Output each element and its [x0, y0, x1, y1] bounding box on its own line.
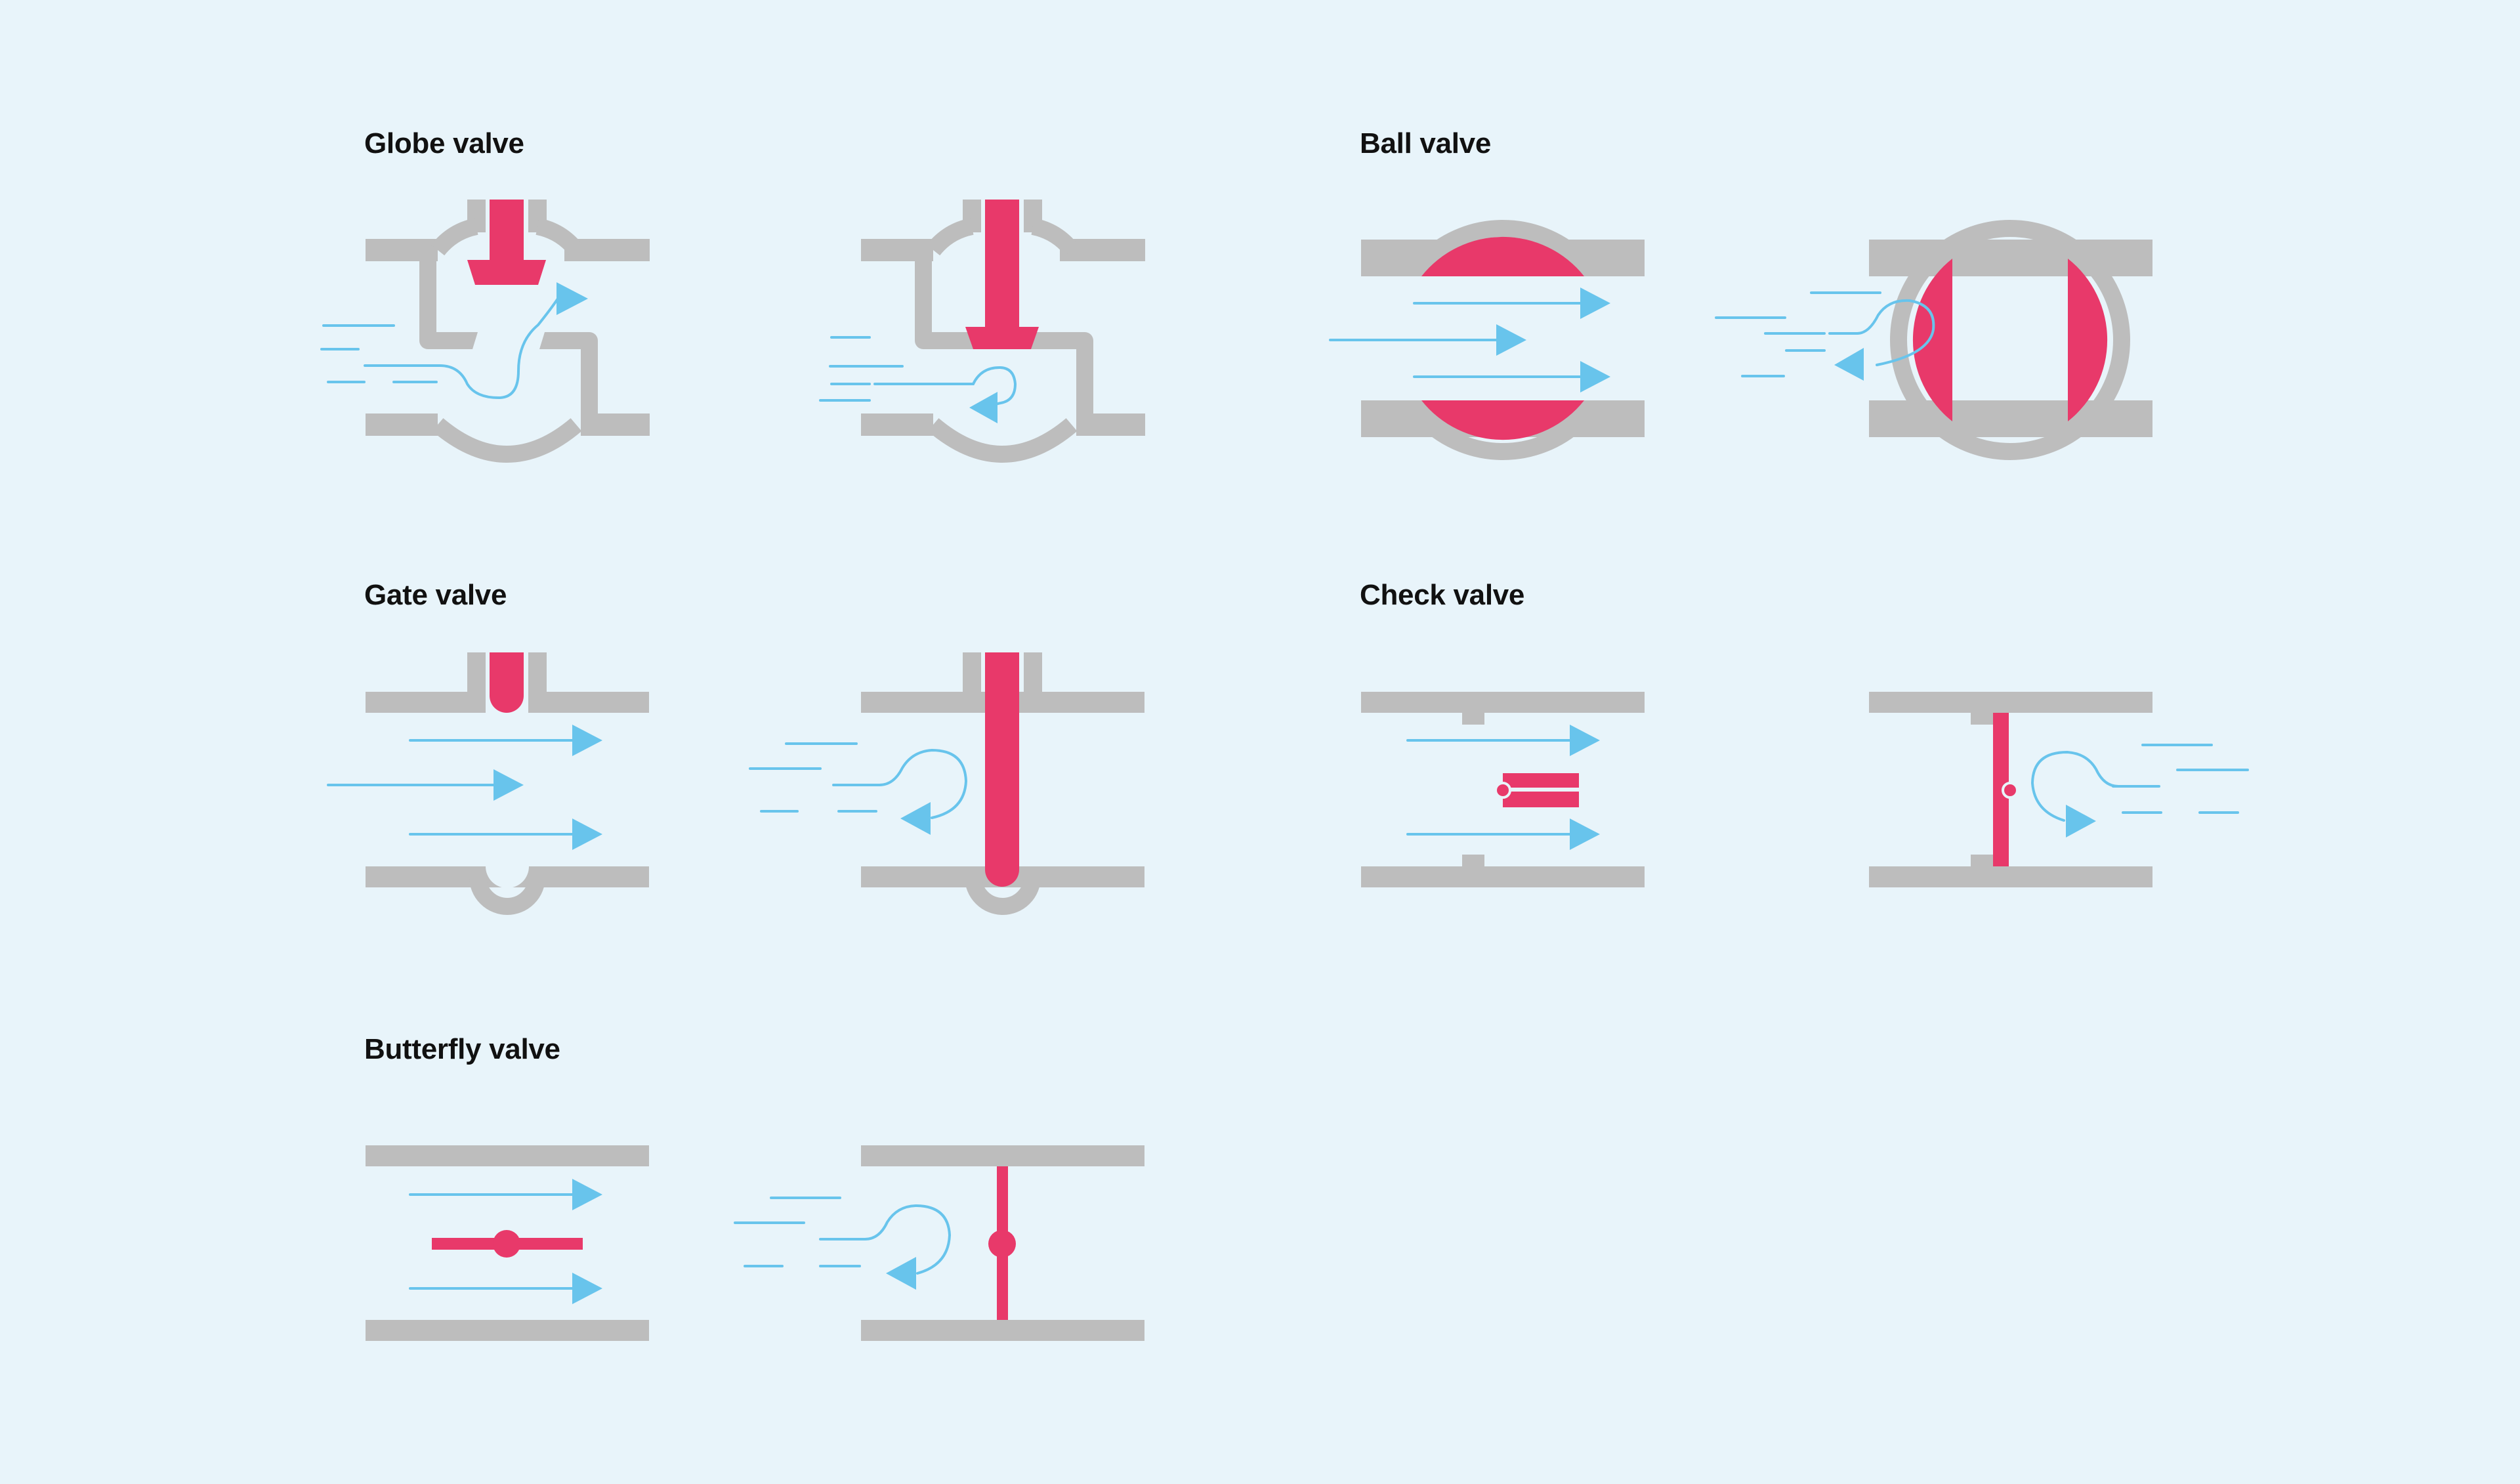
flow-arrow-icon — [1580, 287, 1610, 319]
pipe-wall — [1361, 866, 1645, 887]
shaft — [493, 1230, 520, 1258]
gate — [985, 652, 1019, 887]
check-valve-closed — [1869, 692, 2249, 887]
pipe-wall — [581, 413, 650, 436]
ball — [1421, 400, 1584, 440]
flow-arrow-icon — [572, 818, 602, 850]
bonnet — [963, 652, 981, 698]
flow-arrow-icon — [1570, 725, 1600, 756]
flow-arrow-icon — [1496, 324, 1526, 356]
valve-body — [1890, 220, 2130, 460]
seat — [1462, 713, 1484, 725]
hinge — [1494, 782, 1511, 799]
gate-bottom — [469, 876, 545, 915]
flow-path — [864, 1204, 952, 1275]
flow-arrow-icon — [1580, 361, 1610, 392]
pipe-wall — [1869, 240, 2152, 276]
globe-valve-open — [320, 200, 650, 463]
pipe-wall — [366, 1145, 649, 1166]
disc-gap — [1509, 788, 1579, 792]
pipe-wall — [366, 413, 438, 436]
flow-arrow-icon — [1570, 818, 1600, 850]
flow-arrow-icon — [969, 392, 998, 423]
ball — [1421, 236, 1584, 276]
shaft — [988, 1230, 1016, 1258]
flow-path — [364, 297, 559, 400]
flow-path — [1828, 299, 1935, 366]
inner-wall — [550, 332, 598, 427]
flow-arrow-icon — [900, 802, 931, 835]
ball-valve-closed — [1715, 220, 2152, 460]
check-valve-open — [1361, 692, 1645, 887]
title-globe-valve: Globe valve — [364, 127, 524, 159]
pipe-wall — [1869, 692, 2152, 713]
inner-wall — [915, 256, 978, 349]
valve-body-bottom — [432, 417, 582, 463]
title-butterfly-valve: Butterfly valve — [364, 1033, 560, 1065]
valve-body-top — [430, 218, 583, 256]
bonnet — [467, 652, 486, 698]
seat — [539, 332, 561, 349]
ball — [1912, 259, 1952, 421]
title-check-valve: Check valve — [1360, 579, 1525, 611]
valve-body-top — [926, 218, 1079, 256]
flow-path — [878, 748, 968, 819]
bonnet — [528, 652, 547, 698]
valve-stem — [985, 200, 1019, 328]
title-ball-valve: Ball valve — [1360, 127, 1492, 159]
hinge — [2002, 782, 2019, 799]
gate-cavity — [486, 866, 529, 888]
flow-arrow-icon — [1834, 348, 1864, 381]
globe-valve-closed — [819, 200, 1145, 463]
ball — [2068, 259, 2108, 421]
gate-valve-open — [327, 652, 649, 915]
pipe-wall — [861, 1320, 1144, 1341]
flow-path — [873, 366, 1017, 408]
flow-arrow-icon — [2066, 805, 2096, 837]
valve-plug — [467, 260, 546, 285]
flow-arrow-icon — [572, 1179, 602, 1210]
pipe-wall — [1076, 413, 1145, 436]
pipe-wall — [861, 1145, 1144, 1166]
pipe-wall — [1869, 400, 2152, 437]
valve-body-bottom — [927, 417, 1078, 463]
flow-arrow-icon — [494, 769, 524, 801]
gate — [490, 652, 524, 713]
ball-valve-open — [1329, 220, 1645, 460]
flow-arrow-icon — [886, 1257, 916, 1290]
flow-path — [2030, 750, 2120, 822]
bonnet — [1024, 652, 1042, 698]
gate-valve-closed — [749, 652, 1144, 915]
seat — [459, 332, 478, 349]
flow-arrow-icon — [572, 1273, 602, 1304]
title-gate-valve: Gate valve — [364, 579, 507, 611]
butterfly-valve-closed — [734, 1145, 1144, 1341]
butterfly-valve-open — [366, 1145, 649, 1341]
valve-stem — [490, 200, 524, 260]
pipe-wall — [1361, 692, 1645, 713]
pipe-wall — [366, 1320, 649, 1341]
seat — [1971, 855, 1993, 866]
seat — [1971, 713, 1993, 725]
flow-arrow-icon — [556, 282, 588, 315]
pipe-wall — [1869, 866, 2152, 887]
gate-bottom — [965, 876, 1041, 915]
valve-plug — [965, 327, 1039, 349]
inner-wall — [419, 256, 469, 349]
inner-wall — [1027, 332, 1093, 427]
seat — [1462, 855, 1484, 866]
flow-arrow-icon — [572, 725, 602, 756]
pipe-wall — [861, 413, 933, 436]
